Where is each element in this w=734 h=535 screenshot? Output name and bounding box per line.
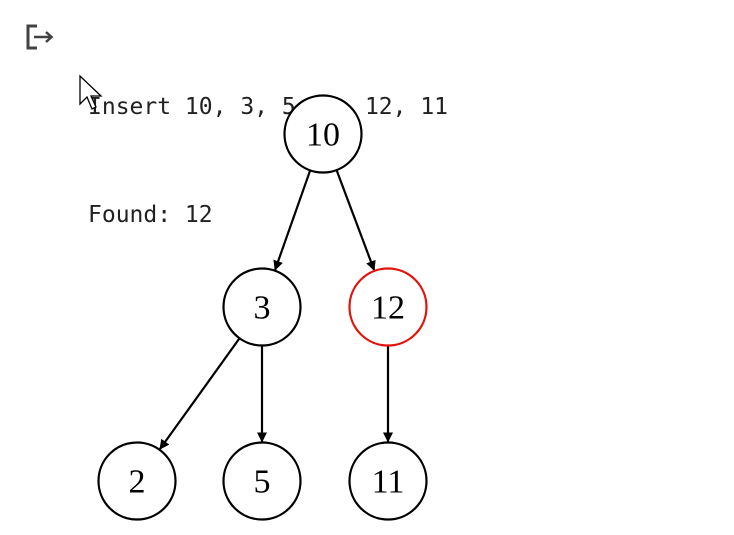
tree-node-label: 11 [372,464,405,501]
tree-node-circle [222,267,302,347]
tree-edge-n3-n2 [159,337,241,450]
tree-node-circle [97,441,177,521]
tree-node-10: 10 [283,94,363,174]
tree-node-circle [222,441,302,521]
tree-node-circle [348,267,428,347]
tree-edge-n10-n3 [273,169,312,271]
tree-node-5: 5 [222,441,302,521]
tree-node-2: 2 [97,441,177,521]
tree-node-label: 12 [371,290,405,327]
mouse-pointer-icon [78,74,108,118]
tree-node-label: 5 [254,464,271,501]
tree-node-label: 3 [254,290,271,327]
tree-node-12: 12 [348,267,428,347]
tree-node-label: 10 [306,117,340,154]
tree-node-11: 11 [348,441,428,521]
tree-edge-n10-n12 [335,169,376,271]
tree-node-label: 2 [129,464,146,501]
tree-node-circle [348,441,428,521]
output-redirect-icon[interactable] [24,22,58,52]
output-line-found: Found: 12 [88,202,213,228]
tree-node-3: 3 [222,267,302,347]
tree-node-circle [283,94,363,174]
